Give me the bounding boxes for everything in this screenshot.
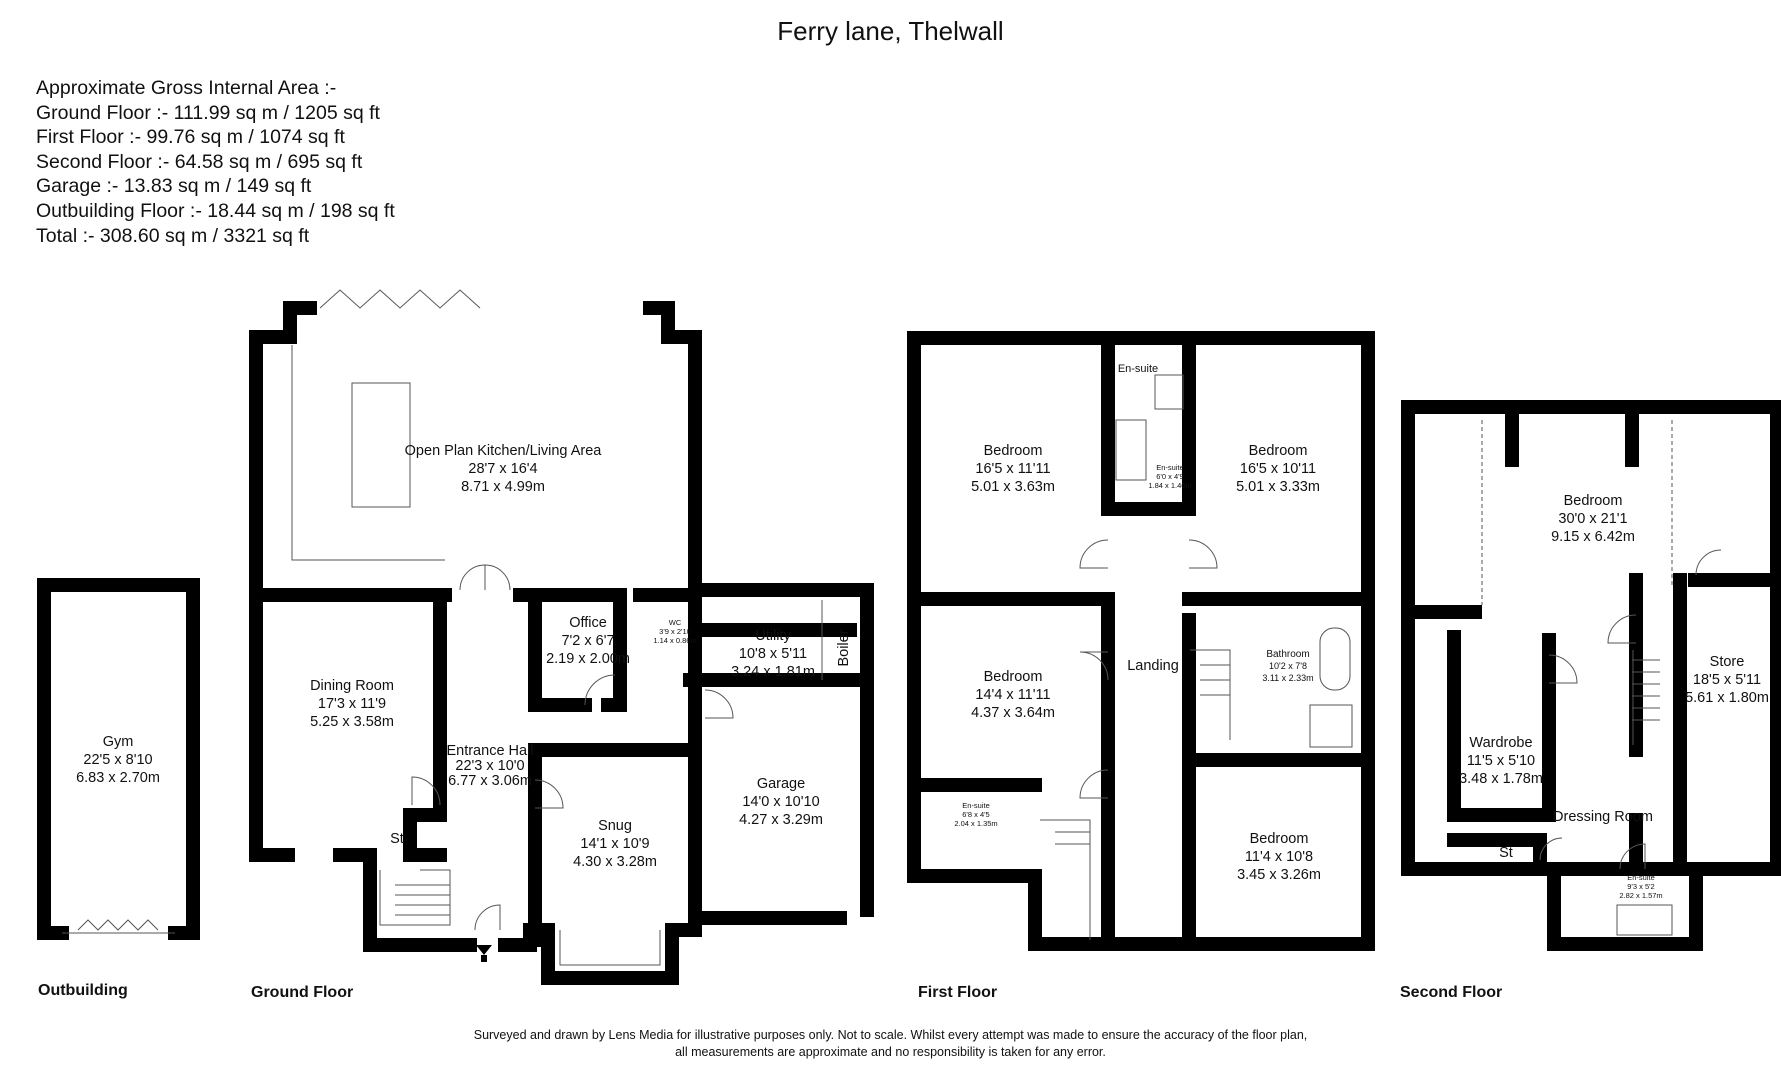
ground-floor-plan: Open Plan Kitchen/Living Area 28'7 x 16'… — [249, 289, 874, 985]
st-second-name: St — [1499, 845, 1513, 861]
bed5-imperial: 30'0 x 21'1 — [1558, 511, 1627, 527]
ensuite-mid-metric: 1.84 x 1.46m — [1148, 481, 1191, 490]
bathroom-imperial: 10'2 x 7'8 — [1269, 661, 1307, 671]
second-floor-label: Second Floor — [1400, 984, 1502, 1001]
wardrobe-imperial: 11'5 x 5'10 — [1467, 753, 1535, 769]
disclaimer-line-2: all measurements are approximate and no … — [675, 1045, 1106, 1059]
ensuite-mid-name: En-suite — [1156, 463, 1184, 472]
first-floor-label: First Floor — [918, 984, 997, 1001]
bed5-name: Bedroom — [1564, 493, 1623, 509]
store-imperial: 18'5 x 5'11 — [1693, 672, 1761, 688]
disclaimer: Surveyed and drawn by Lens Media for ill… — [0, 1027, 1781, 1061]
ensuite-second-imperial: 9'3 x 5'2 — [1627, 882, 1654, 891]
garage-name: Garage — [757, 776, 805, 792]
utility-metric: 3.24 x 1.81m — [731, 664, 815, 680]
second-floor-plan: Bedroom 30'0 x 21'1 9.15 x 6.42m Store 1… — [1401, 400, 1781, 951]
store-name: Store — [1710, 654, 1745, 670]
dining-metric: 5.25 x 3.58m — [310, 714, 394, 730]
ensuite-second-metric: 2.82 x 1.57m — [1619, 891, 1662, 900]
bed3-metric: 4.37 x 3.64m — [971, 705, 1055, 721]
hall-metric: 6.77 x 3.06m — [448, 773, 532, 789]
outbuilding-plan: Gym 22'5 x 8'10 6.83 x 2.70m — [37, 578, 200, 940]
gym-name: Gym — [103, 734, 134, 750]
wardrobe-name: Wardrobe — [1469, 735, 1532, 751]
bed1-imperial: 16'5 x 11'11 — [975, 461, 1050, 477]
bed5-metric: 9.15 x 6.42m — [1551, 529, 1635, 545]
bed1-metric: 5.01 x 3.63m — [971, 479, 1055, 495]
disclaimer-line-1: Surveyed and drawn by Lens Media for ill… — [473, 1028, 1308, 1042]
wc-metric: 1.14 x 0.86m — [653, 636, 696, 645]
area-heading: Approximate Gross Internal Area :- — [36, 77, 337, 99]
bed3-name: Bedroom — [984, 669, 1043, 685]
utility-name: Utility — [755, 628, 791, 644]
snug-imperial: 14'1 x 10'9 — [580, 836, 649, 852]
hall-name: Entrance Hall — [446, 743, 533, 759]
bed4-imperial: 11'4 x 10'8 — [1245, 849, 1313, 865]
area-ground: Ground Floor :- 111.99 sq m / 1205 sq ft — [36, 101, 380, 124]
landing-name: Landing — [1127, 658, 1179, 674]
utility-imperial: 10'8 x 5'11 — [739, 646, 807, 662]
dining-name: Dining Room — [310, 678, 394, 694]
garage-imperial: 14'0 x 10'10 — [742, 794, 819, 810]
area-outbuilding: Outbuilding Floor :- 18.44 sq m / 198 sq… — [36, 199, 395, 222]
office-metric: 2.19 x 2.00m — [546, 651, 630, 667]
ensuite-mid-imperial: 6'0 x 4'9 — [1156, 472, 1183, 481]
hall-imperial: 22'3 x 10'0 — [455, 758, 524, 774]
ensuite-top-name: En-suite — [1118, 363, 1158, 375]
snug-name: Snug — [598, 818, 632, 834]
store-metric: 5.61 x 1.80m — [1685, 690, 1769, 706]
bed2-imperial: 16'5 x 10'11 — [1240, 461, 1316, 477]
kitchen-name: Open Plan Kitchen/Living Area — [405, 443, 603, 459]
bed2-name: Bedroom — [1249, 443, 1308, 459]
office-name: Office — [569, 615, 607, 631]
st-ground-name: St — [390, 831, 404, 847]
ensuite-low-name: En-suite — [962, 801, 990, 810]
bathroom-metric: 3.11 x 2.33m — [1262, 673, 1313, 683]
dining-imperial: 17'3 x 11'9 — [318, 696, 386, 712]
gym-metric: 6.83 x 2.70m — [76, 770, 160, 786]
wardrobe-metric: 3.48 x 1.78m — [1459, 771, 1543, 787]
area-second: Second Floor :- 64.58 sq m / 695 sq ft — [36, 150, 363, 173]
wc-imperial: 3'9 x 2'10 — [659, 627, 691, 636]
ensuite-second-name: En-suite — [1627, 873, 1655, 882]
area-first: First Floor :- 99.76 sq m / 1074 sq ft — [36, 126, 345, 149]
garage-metric: 4.27 x 3.29m — [739, 812, 823, 828]
page-title: Ferry lane, Thelwall — [777, 16, 1004, 46]
wc-name: WC — [669, 618, 682, 627]
bed3-imperial: 14'4 x 11'11 — [975, 687, 1050, 703]
kitchen-imperial: 28'7 x 16'4 — [468, 461, 537, 477]
boiler-name: Boiler — [836, 629, 852, 666]
dressing-name: Dressing Room — [1553, 809, 1653, 825]
ground-floor-label: Ground Floor — [251, 984, 353, 1001]
snug-metric: 4.30 x 3.28m — [573, 854, 657, 870]
office-imperial: 7'2 x 6'7 — [561, 633, 614, 649]
bed1-name: Bedroom — [984, 443, 1043, 459]
ensuite-low-metric: 2.04 x 1.35m — [954, 819, 997, 828]
bed4-metric: 3.45 x 3.26m — [1237, 867, 1321, 883]
first-floor-plan: Bedroom 16'5 x 11'11 5.01 x 3.63m En-sui… — [907, 331, 1375, 951]
ensuite-low-imperial: 6'8 x 4'5 — [962, 810, 989, 819]
outbuilding-label: Outbuilding — [38, 982, 128, 999]
kitchen-metric: 8.71 x 4.99m — [461, 479, 545, 495]
area-summary: Approximate Gross Internal Area :- Groun… — [36, 76, 395, 248]
gym-imperial: 22'5 x 8'10 — [83, 752, 152, 768]
bathroom-name: Bathroom — [1266, 649, 1309, 660]
bed2-metric: 5.01 x 3.33m — [1236, 479, 1320, 495]
area-garage: Garage :- 13.83 sq m / 149 sq ft — [36, 175, 312, 198]
area-total: Total :- 308.60 sq m / 3321 sq ft — [36, 224, 310, 247]
bed4-name: Bedroom — [1250, 831, 1309, 847]
